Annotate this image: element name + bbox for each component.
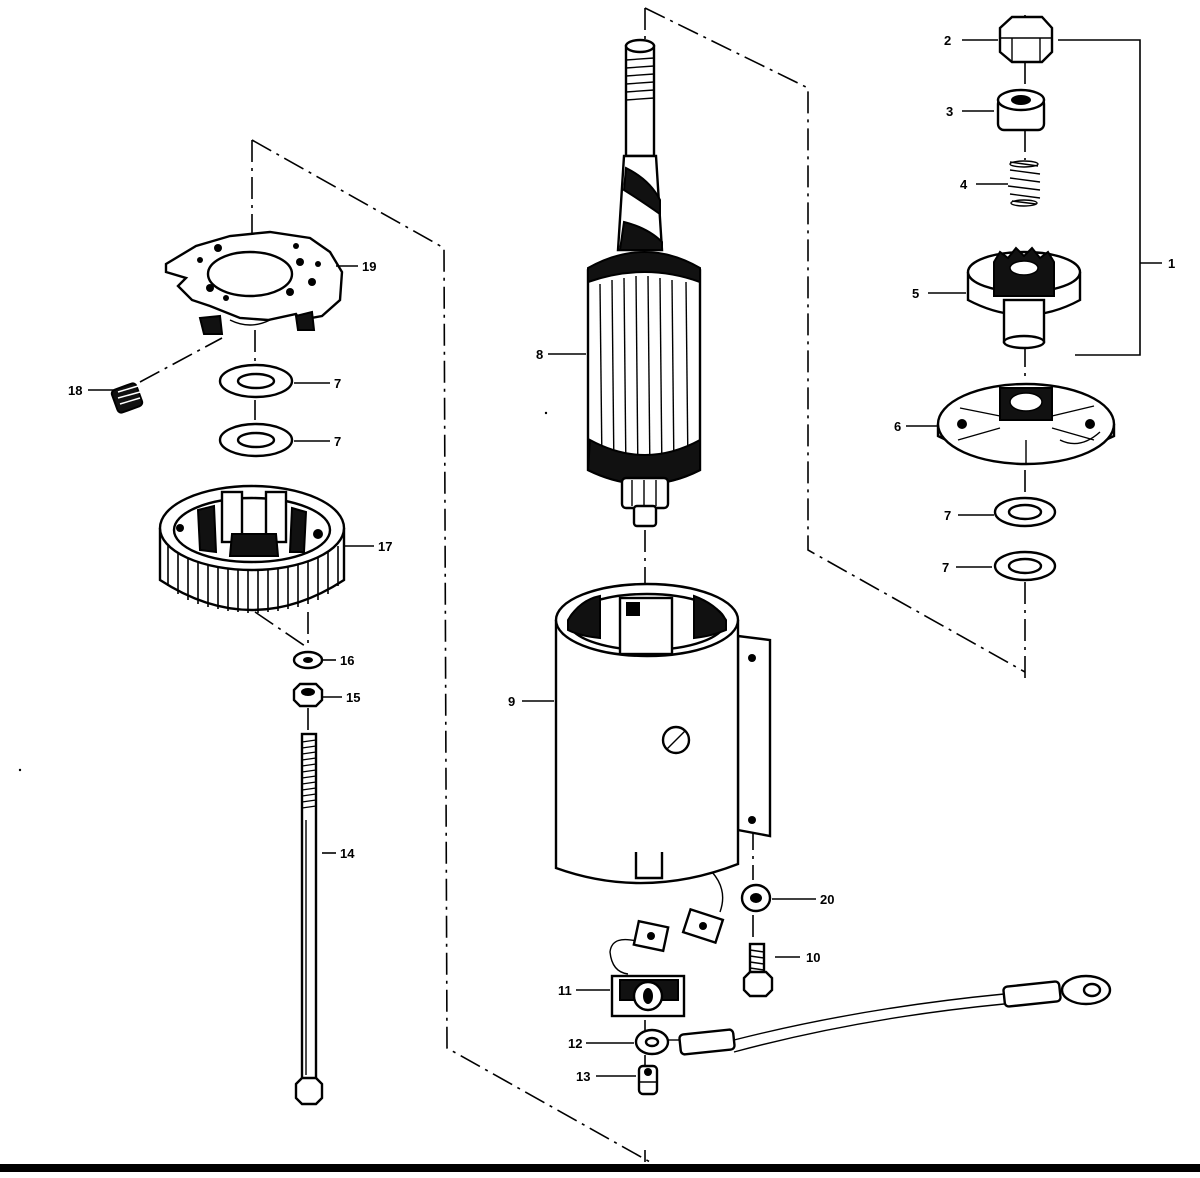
through-bolt [294,732,324,1106]
washer-right-upper [993,496,1057,528]
drive-end-cap [936,382,1116,466]
callout-3: 3 [946,104,953,119]
armature [586,38,702,528]
callout-10: 10 [806,950,820,965]
pinion-spring [1007,160,1041,207]
small-nut [637,1064,659,1096]
callout-labels: 1 2 3 4 5 6 7 7 8 9 10 11 12 13 14 15 16… [68,33,1175,1084]
commutator-end-cap [158,484,346,613]
pinion-nut [998,15,1054,64]
assembly-bracket [1058,39,1141,356]
callout-19: 19 [362,259,376,274]
washer-left-lower [218,422,294,458]
pinion-spacer [996,88,1046,132]
ground-cable [634,974,1112,1056]
bottom-rule [0,1164,1200,1172]
callout-15: 15 [346,690,360,705]
washer-left-upper [218,363,294,399]
callout-4: 4 [960,177,968,192]
small-washer [292,650,324,670]
callout-14: 14 [340,846,355,861]
assembly-boundary-lines [18,7,1026,1163]
callout-9: 9 [508,694,515,709]
brush-plate [164,230,344,335]
callout-7-left-upper: 7 [334,376,341,391]
callout-8: 8 [536,347,543,362]
callout-5: 5 [912,286,919,301]
callout-1: 1 [1168,256,1175,271]
callout-2: 2 [944,33,951,48]
washer-right-lower [993,550,1057,582]
callout-16: 16 [340,653,354,668]
lock-nut [292,682,324,708]
callout-6: 6 [894,419,901,434]
callout-18: 18 [68,383,82,398]
lock-washer [740,883,772,913]
field-frame-housing [554,582,772,885]
callout-12: 12 [568,1036,582,1051]
callout-7-right-upper: 7 [944,508,951,523]
set-screw [110,382,144,414]
drive-gear-assembly [966,246,1082,350]
terminal-block [610,974,686,1018]
callout-11: 11 [558,983,572,998]
callout-7-left-lower: 7 [334,434,341,449]
field-leads [609,871,725,975]
callout-7-right-lower: 7 [942,560,949,575]
callout-13: 13 [576,1069,590,1084]
leader-lines [88,39,1008,1077]
terminal-screw [742,942,774,998]
callout-17: 17 [378,539,392,554]
callout-20: 20 [820,892,834,907]
